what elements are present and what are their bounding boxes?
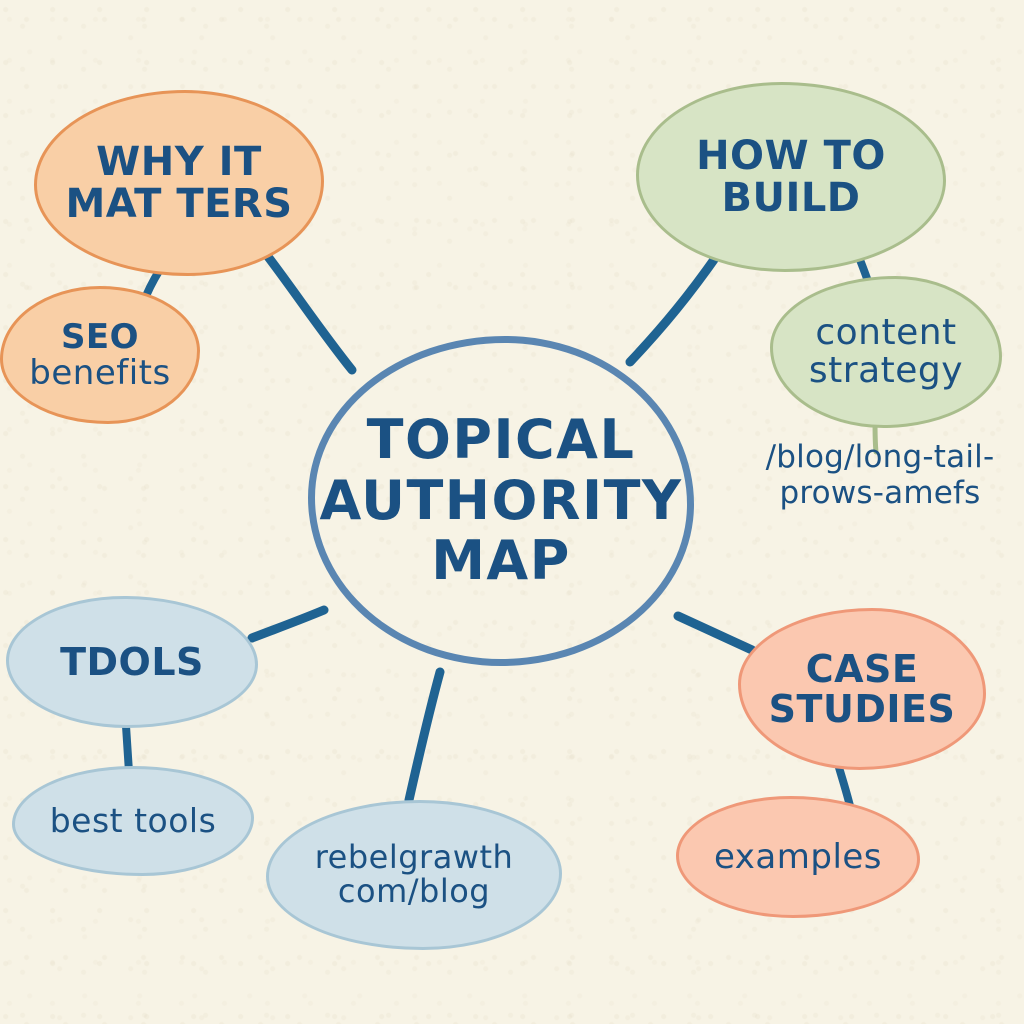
central-node-line-3: MAP xyxy=(431,529,571,593)
node-best-tools[interactable]: best tools xyxy=(12,766,254,876)
node-content-strategy-line-2: strategy xyxy=(808,350,964,391)
node-why-it-matters-line-2: MAT TERS xyxy=(65,181,293,227)
node-seo-benefits[interactable]: SEO benefits xyxy=(0,286,200,424)
node-seo-benefits-line-1: SEO xyxy=(60,316,140,357)
node-case-studies-line-1: CASE xyxy=(805,646,919,691)
node-seo-benefits-label: SEO benefits xyxy=(3,319,197,391)
node-rebelgrowth-blog[interactable]: rebelgrawth com/blog xyxy=(266,800,562,950)
edge-case-studies-to-examples xyxy=(834,760,854,810)
node-content-strategy-line-1: content xyxy=(815,311,957,353)
edge-center-to-why-it-matters xyxy=(261,249,357,375)
node-how-to-build[interactable]: HOW TO BUILD xyxy=(636,82,946,272)
node-case-studies-label: CASE STUDIES xyxy=(741,649,983,730)
central-node-line-2: AUTHORITY xyxy=(319,468,683,532)
node-content-strategy-label: content strategy xyxy=(773,311,999,391)
node-why-it-matters[interactable]: WHY IT MAT TERS xyxy=(34,90,324,276)
node-tools[interactable]: TDOLS xyxy=(6,596,258,728)
node-examples-label: examples xyxy=(713,836,883,877)
edge-center-to-case-studies xyxy=(673,611,757,655)
node-best-tools-label: best tools xyxy=(49,800,217,840)
edge-center-to-how-to-build xyxy=(625,249,723,367)
url-annotation: /blog/long-tail- prows-amefs xyxy=(736,439,1024,512)
central-node-line-1: TOPICAL xyxy=(366,408,636,472)
node-case-studies[interactable]: CASE STUDIES xyxy=(738,608,986,770)
node-how-to-build-line-1: HOW TO xyxy=(696,132,886,179)
url-annotation-line-2: prows-amefs xyxy=(779,474,981,511)
node-case-studies-line-2: STUDIES xyxy=(768,687,956,731)
node-content-strategy[interactable]: content strategy xyxy=(770,276,1002,428)
url-annotation-line-1: /blog/long-tail- xyxy=(765,439,995,475)
node-why-it-matters-line-1: WHY IT xyxy=(96,138,262,185)
node-examples[interactable]: examples xyxy=(676,796,920,918)
central-node-label: TOPICAL AUTHORITY MAP xyxy=(319,410,682,591)
node-how-to-build-label: HOW TO BUILD xyxy=(639,132,943,221)
edge-center-to-rebelgrowth xyxy=(404,667,445,805)
node-rebelgrowth-blog-label: rebelgrawth com/blog xyxy=(269,838,559,910)
node-tools-label: TDOLS xyxy=(60,639,204,684)
node-seo-benefits-line-2: benefits xyxy=(29,353,171,393)
central-node-topical-authority-map[interactable]: TOPICAL AUTHORITY MAP xyxy=(308,336,694,666)
node-rebelgrowth-blog-line-1: rebelgrawth xyxy=(314,838,514,877)
node-why-it-matters-label: WHY IT MAT TERS xyxy=(37,138,321,227)
edge-center-to-tools xyxy=(247,605,329,643)
node-how-to-build-line-2: BUILD xyxy=(721,175,861,221)
node-rebelgrowth-blog-line-2: com/blog xyxy=(337,872,491,910)
